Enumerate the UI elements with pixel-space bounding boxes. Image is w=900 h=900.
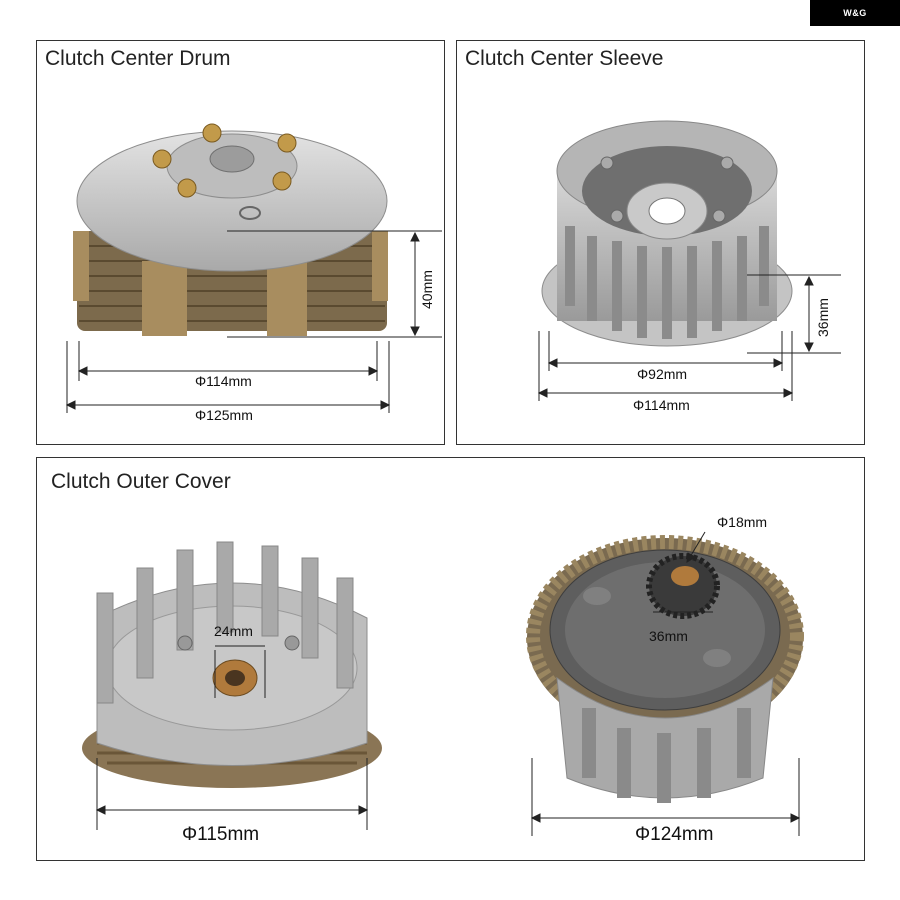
cover-left-outer-diameter-label: Φ115mm xyxy=(182,824,260,845)
brand-label: W&G xyxy=(843,8,867,18)
gear-length-label: 36mm xyxy=(649,628,688,644)
brand-tag: W&G xyxy=(810,0,900,26)
panel-title: Clutch Center Drum xyxy=(45,47,231,70)
drum-inner-diameter-label: Φ114mm xyxy=(195,373,252,389)
outer-cover-left-view xyxy=(82,541,382,788)
sleeve-inner-diameter-label: Φ92mm xyxy=(637,366,688,382)
panel-title: Clutch Center Sleeve xyxy=(465,47,664,70)
outer-cover-right-view xyxy=(526,531,804,803)
cover-bore-label: 24mm xyxy=(214,623,253,639)
panel-clutch-center-sleeve: Clutch Center Sleeve xyxy=(456,40,865,445)
clutch-drum-image xyxy=(65,123,442,413)
sleeve-height-label: 36mm xyxy=(815,298,831,337)
panel-clutch-center-drum: Clutch Center Drum xyxy=(36,40,445,445)
panel-title: Clutch Outer Cover xyxy=(51,470,231,493)
drum-outer-diameter-label: Φ125mm xyxy=(195,407,253,423)
panel-clutch-outer-cover: Clutch Outer Cover xyxy=(36,457,865,861)
cover-right-outer-diameter-label: Φ124mm xyxy=(635,824,714,845)
gear-diameter-label: Φ18mm xyxy=(717,514,768,530)
drum-height-label: 40mm xyxy=(419,270,435,309)
clutch-sleeve-image xyxy=(537,120,841,401)
clutch-outer-cover-image xyxy=(82,531,804,836)
sleeve-outer-diameter-label: Φ114mm xyxy=(633,397,690,413)
